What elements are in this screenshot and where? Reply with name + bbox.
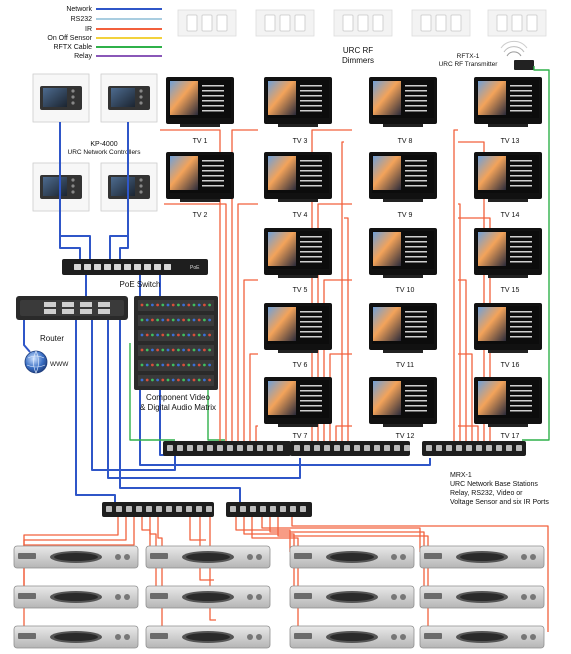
source-box [289, 545, 415, 569]
tv-label: TV 7 [293, 433, 308, 440]
legend-label: IR [85, 26, 92, 33]
dimmer-switch [177, 9, 237, 37]
tv [474, 303, 542, 353]
mrx-unit [226, 502, 312, 517]
tv-label: TV 6 [293, 362, 308, 369]
poe-switch-label: PoE Switch [120, 280, 161, 289]
rf-dimmers-label: URC RF [343, 46, 373, 55]
rftx-transmitter [500, 40, 534, 70]
tv-label: TV 13 [501, 138, 520, 145]
mrx-unit [422, 441, 526, 456]
tv-label: TV 8 [398, 138, 413, 145]
legend-label: RFTX Cable [53, 44, 92, 51]
rf-dimmers-label: Dimmers [342, 56, 374, 65]
tv-label: TV 10 [396, 287, 415, 294]
source-box [419, 585, 545, 609]
tv-group: TV 1 TV 2 TV 3 TV 4 TV 5 TV 6 TV 7 TV 8 TV 9 TV 1… [166, 77, 542, 440]
tv [474, 152, 542, 202]
rf-dimmers [177, 9, 547, 37]
source-box [289, 585, 415, 609]
tv-label: TV 17 [501, 433, 520, 440]
tv-label: TV 11 [396, 362, 414, 369]
tv-label: TV 1 [193, 138, 208, 145]
tv [474, 77, 542, 127]
source-box [13, 625, 139, 649]
tv [369, 228, 437, 278]
tv [369, 377, 437, 427]
tv-label: TV 3 [293, 138, 308, 145]
tv-label: TV 9 [398, 212, 413, 219]
router-label: Router [40, 334, 64, 343]
legend-label: RS232 [71, 16, 93, 23]
kp-controller [32, 73, 90, 123]
kp-controller [100, 73, 158, 123]
matrix-label: Component Video [146, 393, 210, 402]
globe-icon [24, 350, 48, 374]
tv [264, 377, 332, 427]
tv [264, 303, 332, 353]
tv [264, 77, 332, 127]
source-box [289, 625, 415, 649]
mrx-label: URC Network Base Stations [450, 481, 538, 488]
kp-label: KP-4000 [90, 141, 117, 148]
mrx-label: Voltage Sensor and six IR Ports [450, 499, 549, 506]
tv [166, 77, 234, 127]
source-box [145, 585, 271, 609]
www-label: WWW [50, 361, 69, 368]
dimmer-switch [487, 9, 547, 37]
svg-text:PoE: PoE [190, 265, 200, 271]
source-box [13, 585, 139, 609]
kp-label: URC Network Controllers [68, 149, 142, 156]
mrx-label: Relay, RS232, Video or [450, 490, 523, 497]
dimmer-switch [255, 9, 315, 37]
tv [474, 377, 542, 427]
tv [264, 228, 332, 278]
video-audio-matrix [134, 296, 218, 390]
tv [264, 152, 332, 202]
source-box [145, 625, 271, 649]
legend-label: Relay [74, 53, 92, 60]
source-devices [13, 545, 545, 649]
mrx-unit [102, 502, 214, 517]
router [16, 296, 128, 320]
dimmer-switch [333, 9, 393, 37]
source-box [419, 545, 545, 569]
legend-label: On Off Sensor [47, 35, 92, 42]
tv-label: TV 16 [501, 362, 520, 369]
mrx-base-stations [102, 441, 526, 517]
legend-label: Network [66, 6, 92, 13]
mrx-unit [290, 441, 410, 456]
legend: Network RS232 IR On Off Sensor RFTX Cabl… [47, 6, 162, 60]
tv [166, 152, 234, 202]
tv [369, 152, 437, 202]
rftx-label: RFTX-1 [457, 53, 480, 60]
tv-label: TV 2 [193, 212, 208, 219]
mrx-label: MRX-1 [450, 472, 472, 479]
rftx-label: URC RF Transmitter [439, 61, 499, 68]
source-box [145, 545, 271, 569]
tv [369, 303, 437, 353]
matrix-label: & Digital Audio Matrix [140, 403, 216, 412]
tv-label: TV 4 [293, 212, 308, 219]
source-box [419, 625, 545, 649]
source-box [13, 545, 139, 569]
tv [369, 77, 437, 127]
poe-switch: PoE [62, 259, 208, 275]
dimmer-switch [411, 9, 471, 37]
tv-label: TV 14 [501, 212, 520, 219]
tv [474, 228, 542, 278]
tv-label: TV 15 [501, 287, 520, 294]
mrx-unit [163, 441, 291, 456]
tv-label: TV 5 [293, 287, 308, 294]
tv-label: TV 12 [396, 433, 415, 440]
